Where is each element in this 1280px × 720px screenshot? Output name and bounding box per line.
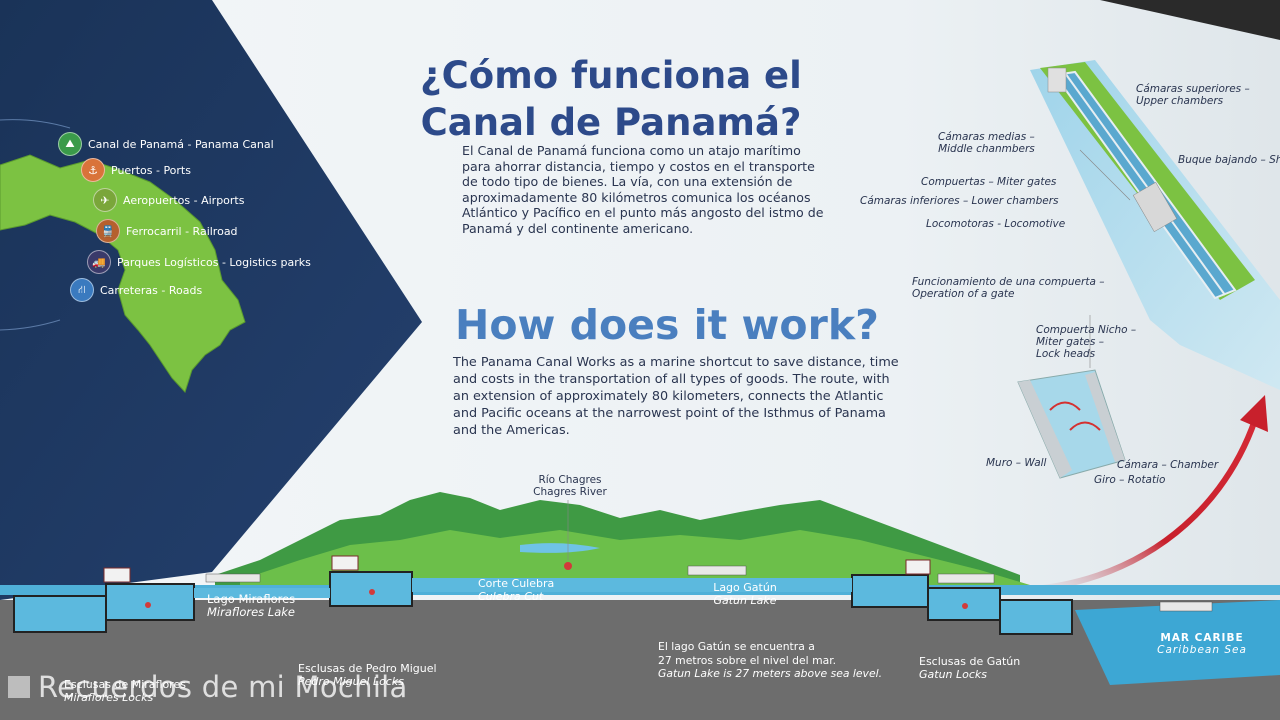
lock-diagram-divider xyxy=(1064,72,1226,296)
airplane-icon: ✈ xyxy=(93,188,117,212)
label-middle-chambers: Cámaras medias – Middle chanmbers xyxy=(938,131,1035,155)
red-arrow-head xyxy=(1240,395,1268,432)
canal-icon: ⛰ xyxy=(58,132,82,156)
caribbean-sea xyxy=(1075,600,1280,685)
label-culebra-cut: Corte Culebra Culebra Cut xyxy=(478,577,555,603)
road-icon: ⛙ xyxy=(70,278,94,302)
label-rotation: Giro – Rotatio xyxy=(1094,474,1166,486)
label-locomotive: Locomotoras - Locomotive xyxy=(926,218,1066,230)
label-pedro-miguel-locks: Esclusas de Pedro Miguel Pedro Miguel Lo… xyxy=(298,662,437,688)
label-miraflores-locks: Esclusas de Miraflores Miraflores Locks xyxy=(64,678,186,704)
label-lower-chambers: Cámaras inferiores – Lower chambers xyxy=(860,195,1059,207)
gate-rotation-arrow xyxy=(1049,401,1081,411)
lock-chamber xyxy=(999,599,1073,635)
watermark-text: Recuerdos de mi Mochila xyxy=(38,670,408,704)
heading-en: How does it work? xyxy=(455,301,879,349)
label-gate-operation: Funcionamiento de una compuerta – Operat… xyxy=(912,276,1105,300)
legend-label: Aeropuertos - Airports xyxy=(123,193,245,207)
legend-item-ports: ⚓ Puertos - Ports xyxy=(81,158,191,182)
ship xyxy=(205,573,261,583)
map-halo-arc xyxy=(0,319,61,331)
label-caribbean-sea: MAR CARIBE Caribbean Sea xyxy=(1157,632,1247,656)
lock-house xyxy=(103,567,131,583)
label-chamber: Cámara – Chamber xyxy=(1117,459,1219,471)
legend-label: Ferrocarril - Railroad xyxy=(126,224,238,238)
truck-icon: 🚚 xyxy=(87,250,111,274)
legend-label: Puertos - Ports xyxy=(111,163,191,177)
label-gatun-elevation-note: El lago Gatún se encuentra a 27 metros s… xyxy=(658,640,883,680)
lock-chamber xyxy=(851,574,929,608)
river-water xyxy=(520,543,600,553)
lock-chamber xyxy=(13,595,107,633)
map-pin xyxy=(145,602,151,608)
label-chagres-river: Río Chagres Chagres River xyxy=(533,474,607,498)
legend-label: Parques Logísticos - Logistics parks xyxy=(117,255,311,269)
legend-item-roads: ⛙ Carreteras - Roads xyxy=(70,278,203,302)
legend-label: Canal de Panamá - Panama Canal xyxy=(88,137,274,151)
heading-es-line-1: ¿Cómo funciona el xyxy=(420,54,802,97)
gate-wall xyxy=(1018,380,1072,478)
legend-item-canal: ⛰ Canal de Panamá - Panama Canal xyxy=(58,132,274,156)
lock-ship-top xyxy=(1047,67,1067,93)
gate-rotation-arrow xyxy=(1069,421,1101,431)
lock-house xyxy=(331,555,359,571)
ship xyxy=(937,573,995,584)
legend-item-railroad: 🚆 Ferrocarril - Railroad xyxy=(96,219,238,243)
heading-es: ¿Cómo funciona el Canal de Panamá? xyxy=(376,52,846,146)
map-halo-arc xyxy=(0,119,71,129)
label-gatun-lake: Lago Gatún Gatun Lake xyxy=(713,581,777,607)
label-ship-descending: Buque bajando – Ship xyxy=(1178,154,1280,166)
heading-es-line-2: Canal de Panamá? xyxy=(420,101,802,144)
legend-item-airports: ✈ Aeropuertos - Airports xyxy=(93,188,245,212)
label-miter-gates: Compuertas – Miter gates xyxy=(921,176,1057,188)
legend-item-logistics: 🚚 Parques Logísticos - Logistics parks xyxy=(87,250,311,274)
ship xyxy=(1159,601,1213,612)
train-icon: 🚆 xyxy=(96,219,120,243)
lock-house xyxy=(905,559,931,575)
label-wall: Muro – Wall xyxy=(986,457,1047,469)
lock-chamber xyxy=(105,583,195,621)
label-gatun-locks: Esclusas de Gatún Gatun Locks xyxy=(919,655,1021,681)
label-upper-chambers: Cámaras superiores – Upper chambers xyxy=(1136,83,1250,107)
paragraph-es: El Canal de Panamá funciona como un ataj… xyxy=(462,143,824,236)
label-gate-niche: Compuerta Nicho – Miter gates – Lock hea… xyxy=(1036,324,1137,360)
lock-chamber xyxy=(329,571,413,607)
lake-water xyxy=(412,578,852,592)
label-miraflores-lake: Lago Miraflores Miraflores Lake xyxy=(207,592,296,619)
map-pin xyxy=(369,589,375,595)
ground-profile xyxy=(0,600,1280,720)
port-icon: ⚓ xyxy=(81,158,105,182)
red-arrow xyxy=(1019,419,1258,593)
map-pin xyxy=(962,603,968,609)
lake-water xyxy=(194,588,330,598)
legend-label: Carreteras - Roads xyxy=(100,283,203,297)
watermark-logo-icon xyxy=(8,676,30,698)
map-pin xyxy=(564,562,572,570)
ship xyxy=(687,565,747,576)
lock-ship-descending xyxy=(1132,181,1178,233)
foothills xyxy=(240,530,1030,590)
leader-line xyxy=(1079,149,1131,201)
paragraph-en: The Panama Canal Works as a marine short… xyxy=(453,355,899,438)
gate-wall xyxy=(1085,372,1125,462)
lock-chamber xyxy=(927,587,1001,621)
